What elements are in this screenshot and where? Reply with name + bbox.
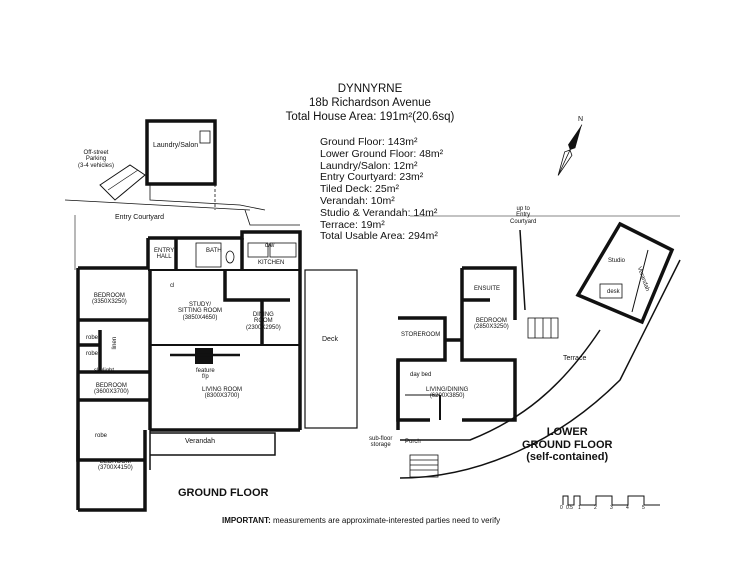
area-item: Entry Courtyard: 23m² <box>320 171 424 184</box>
scale-tick: 5 <box>642 505 645 511</box>
disclaimer: IMPORTANT: measurements are approximate-… <box>222 516 500 525</box>
room-robe-1: robe <box>86 335 99 341</box>
scale-tick: 2 <box>594 505 597 511</box>
room-deck: Deck <box>322 336 338 343</box>
room-study: STUDY/ SITTING ROOM (3850X4650) <box>178 302 222 321</box>
room-desk: desk <box>607 289 620 295</box>
terrace-path <box>399 215 681 479</box>
room-living: LIVING ROOM (8300X3700) <box>202 387 243 400</box>
room-skylight: skylight <box>94 368 115 374</box>
area-item: Laundry/Salon: 12m² <box>320 159 418 172</box>
scale-tick: 0 <box>560 505 563 511</box>
lower-floor-steps <box>409 317 559 478</box>
room-parking: Off-street Parking (3-4 vehicles) <box>78 150 115 169</box>
compass-label: N <box>578 116 584 123</box>
property-address: 18b Richardson Avenue <box>309 97 431 109</box>
room-cl: cl <box>170 283 175 289</box>
room-kitchen: KITCHEN <box>258 260 285 266</box>
room-dining: DINING ROOM (2300X2950) <box>246 312 281 331</box>
laundry-block <box>145 119 217 210</box>
lower-floor-walls <box>396 266 517 430</box>
room-up-to-entry: up to Entry Courtyard <box>510 206 537 225</box>
room-verandah: Verandah <box>185 438 215 445</box>
scale-tick: 1 <box>578 505 581 511</box>
area-item: Total Usable Area: 294m² <box>320 230 438 243</box>
deck <box>304 269 358 429</box>
parking-area <box>64 164 300 270</box>
room-entry-courtyard: Entry Courtyard <box>115 214 165 221</box>
room-bedroom-lower: BEDROOM (2850X3250) <box>474 318 509 331</box>
room-linen: linen <box>112 336 119 350</box>
compass-icon <box>557 124 583 176</box>
bath-fixtures <box>195 242 297 268</box>
room-entry-hall: ENTRY HALL <box>154 248 175 261</box>
ground-floor-walls <box>76 230 302 512</box>
room-bedroom-3: BEDROOM (3700X4150) <box>98 459 133 472</box>
area-item: Verandah: 10m² <box>320 194 395 207</box>
area-item: Lower Ground Floor: 48m² <box>320 147 444 160</box>
scale-tick: 4 <box>626 505 629 511</box>
room-ensuite: ENSUITE <box>474 286 501 292</box>
room-living-dining: LIVING/DINING (6200X3850) <box>426 387 469 400</box>
room-bedroom-2: BEDROOM (3600X3700) <box>94 383 129 396</box>
room-feature: feature f/p <box>196 368 215 381</box>
studio <box>575 221 675 325</box>
lower-floor-label: LOWER GROUND FLOOR (self-contained) <box>522 426 613 464</box>
area-item: Terrace: 19m² <box>320 218 385 231</box>
room-bedroom-1: BEDROOM (3350X3250) <box>92 293 127 306</box>
room-subfloor: sub-floor storage <box>369 436 393 449</box>
room-terrace: Terrace <box>563 355 587 362</box>
room-studio: Studio <box>608 258 626 264</box>
scale-tick: 3 <box>610 505 613 511</box>
ground-floor-label: GROUND FLOOR <box>178 487 269 499</box>
scale-tick: 0.5 <box>566 505 573 511</box>
room-dw: d/w <box>265 243 275 249</box>
area-summary: Ground Floor: 143m² Lower Ground Floor: … <box>320 136 444 243</box>
verandah <box>149 430 276 470</box>
area-item: Studio & Verandah: 14m² <box>320 206 438 219</box>
room-robe-3: robe <box>95 433 108 439</box>
room-robe-2: robe <box>86 351 99 357</box>
room-day-bed: day bed <box>410 372 432 378</box>
total-house-area: Total House Area: 191m²(20.6sq) <box>285 111 455 123</box>
room-porch: Porch <box>405 439 421 445</box>
room-bath: BATH <box>206 248 222 254</box>
property-name: DYNNYRNE <box>337 83 403 95</box>
disclaimer-text: measurements are approximate-interested … <box>270 516 501 525</box>
room-laundry: Laundry/Salon <box>153 142 199 149</box>
room-storeroom: STOREROOM <box>401 332 441 338</box>
disclaimer-important: IMPORTANT: <box>222 516 271 525</box>
area-item: Tiled Deck: 25m² <box>320 183 399 196</box>
area-item: Ground Floor: 143m² <box>320 136 418 148</box>
scale-bar <box>562 495 660 506</box>
